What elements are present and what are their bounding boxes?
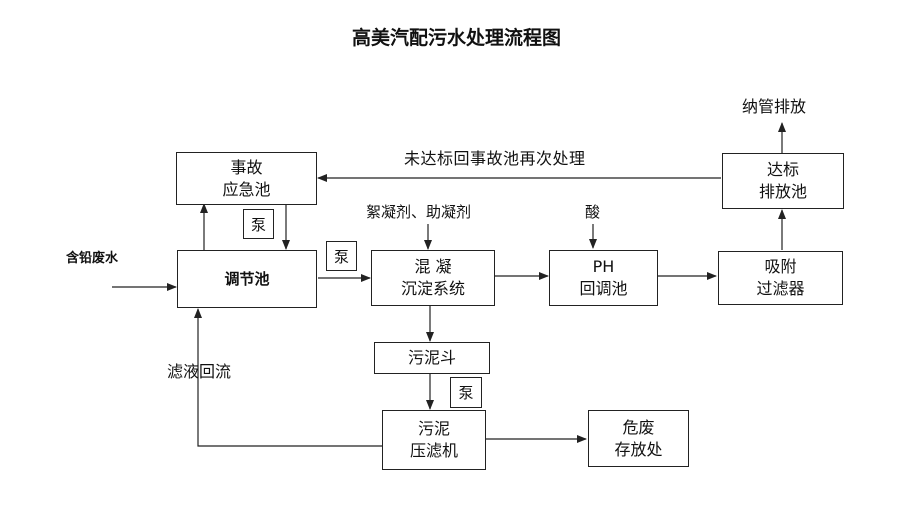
diagram-title: 高美汽配污水处理流程图	[352, 27, 562, 49]
filter-press-line2: 压滤机	[409, 441, 458, 460]
return-line-label: 未达标回事故池再次处理	[404, 149, 586, 168]
hazardous-line1: 危废	[622, 417, 655, 437]
regulating-pool-label: 调节池	[224, 269, 270, 288]
hazardous-line2: 存放处	[614, 439, 663, 459]
pump-accident: 泵	[243, 209, 274, 239]
adsorption-filter: 吸附 过滤器	[718, 251, 843, 305]
sludge-filter-press: 污泥 压滤机	[382, 410, 486, 470]
sludge-hopper: 污泥斗	[374, 342, 490, 374]
regulating-pool: 调节池	[177, 250, 317, 308]
accident-pool-line1: 事故	[230, 157, 263, 177]
flocculant-label: 絮凝剂、助凝剂	[366, 203, 472, 221]
ph-pool-line2: 回调池	[579, 279, 628, 298]
coagulation-line2: 沉淀系统	[400, 279, 465, 298]
compliant-discharge-pool: 达标 排放池	[722, 153, 844, 209]
coagulation-sedimentation-system: 混 凝 沉淀系统	[371, 250, 495, 306]
pump-sludge: 泵	[450, 377, 482, 408]
adsorption-line1: 吸附	[764, 257, 797, 277]
coagulation-line1: 混 凝	[414, 257, 452, 277]
sludge-hopper-label: 污泥斗	[407, 348, 456, 368]
pump-regulating: 泵	[326, 241, 357, 271]
input-label: 含铅废水	[66, 251, 119, 266]
accident-emergency-pool: 事故 应急池	[176, 152, 317, 205]
arrow-filtrate-return	[194, 308, 382, 447]
accident-pool-line2: 应急池	[222, 179, 271, 199]
ph-pool-line1: PH	[592, 257, 615, 277]
adsorption-line2: 过滤器	[756, 279, 805, 298]
outlet-label: 纳管排放	[742, 97, 807, 116]
filtrate-return-label: 滤液回流	[167, 362, 232, 381]
acid-label: 酸	[585, 203, 601, 221]
hazardous-waste-storage: 危废 存放处	[588, 410, 689, 467]
discharge-pool-line1: 达标	[766, 160, 799, 180]
discharge-pool-line2: 排放池	[758, 182, 807, 201]
ph-adjustment-pool: PH 回调池	[549, 250, 658, 306]
filter-press-line1: 污泥	[417, 419, 450, 439]
